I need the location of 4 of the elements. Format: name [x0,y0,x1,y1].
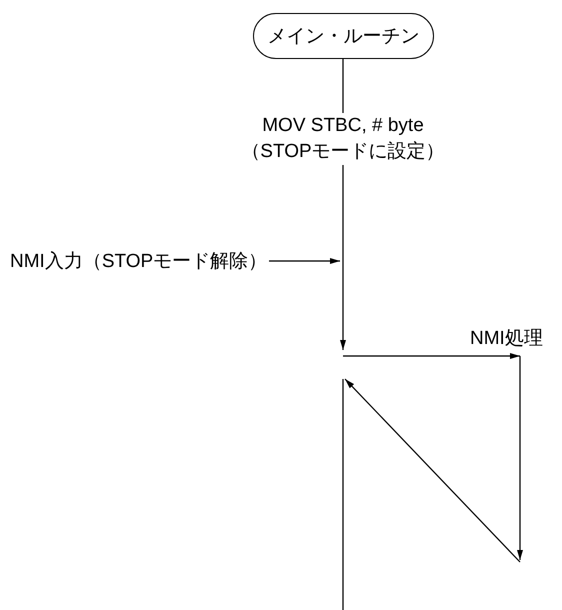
process-label: NMI処理 [470,327,543,351]
arrow [269,258,340,264]
terminal-box: メイン・ルーチン [253,13,434,59]
input-label: NMI入力（STOPモード解除） [10,247,268,275]
